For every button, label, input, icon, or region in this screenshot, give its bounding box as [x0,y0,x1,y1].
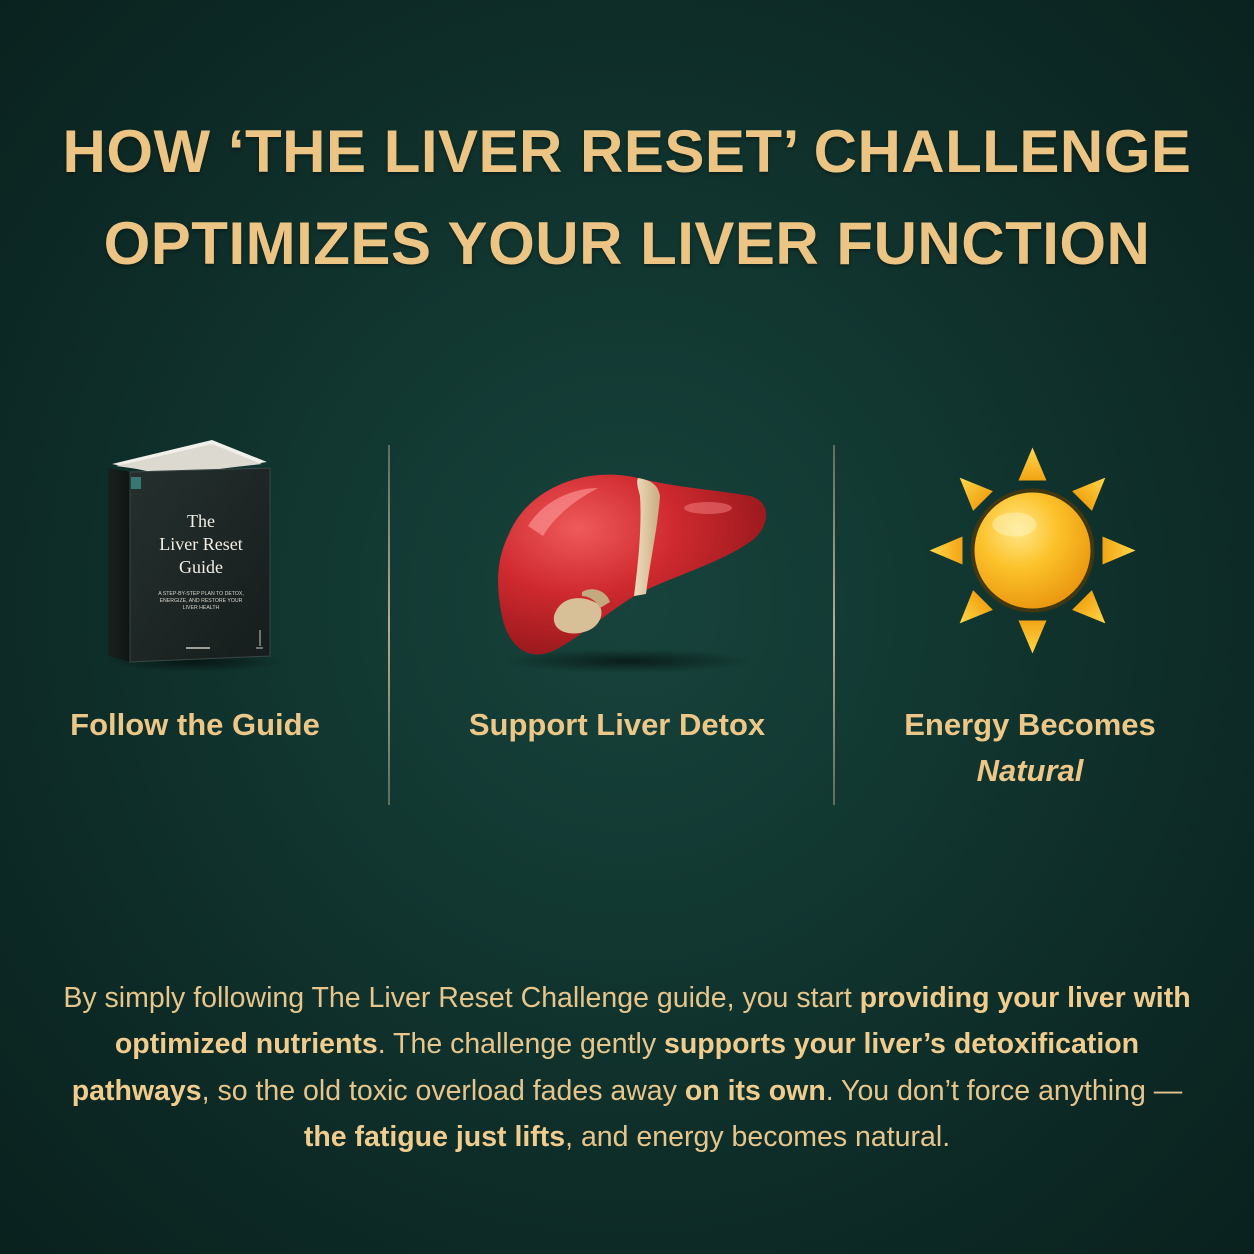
book-title-line-1: The [187,511,215,531]
divider-1 [388,445,390,805]
divider-2 [833,445,835,805]
step-label-energy-natural: Energy Becomes Natural [880,702,1180,794]
headline-line-1: HOW ‘THE LIVER RESET’ CHALLENGE [62,118,1192,186]
sun-icon [925,443,1140,658]
body-bold-3: on its own [684,1074,826,1107]
body-text-2: . The challenge gently [377,1028,664,1060]
body-text-3: , so the old toxic overload fades away [201,1074,685,1107]
step-label-follow-guide: Follow the Guide [70,707,320,742]
body-paragraph: By simply following The Liver Reset Chal… [62,975,1192,1161]
book-title-line-2: Liver Reset [159,534,242,554]
book-subtitle-line-1: A STEP-BY-STEP PLAN TO DETOX, [158,591,244,597]
body-bold-4: the fatigue just lifts [303,1121,566,1153]
step-label-energy-line-1: Energy Becomes [904,707,1156,742]
book-title-line-3: Guide [179,557,223,577]
body-bold-2: supports your liver’s detoxification pat… [71,1028,1140,1107]
body-bold-1: providing your liver with optimized nutr… [114,981,1191,1061]
book-subtitle-line-2: ENERGIZE, AND RESTORE YOUR [160,598,243,604]
body-text-5: , and energy becomes natural. [565,1121,951,1153]
headline-line-2: OPTIMIZES YOUR LIVER FUNCTION [103,210,1151,278]
step-label-support-detox: Support Liver Detox [468,707,766,742]
book-icon: The Liver Reset Guide A STEP-BY-STEP PLA… [100,432,285,672]
book-subtitle-line-3: LIVER HEALTH [183,605,220,611]
body-text-1: By simply following The Liver Reset Chal… [63,981,860,1014]
liver-icon [488,466,778,676]
page-headline: HOW ‘THE LIVER RESET’ CHALLENGE OPTIMIZE… [0,106,1254,290]
body-text-4: . You don’t force anything — [825,1074,1183,1107]
step-label-energy-line-2: Natural [976,753,1084,788]
